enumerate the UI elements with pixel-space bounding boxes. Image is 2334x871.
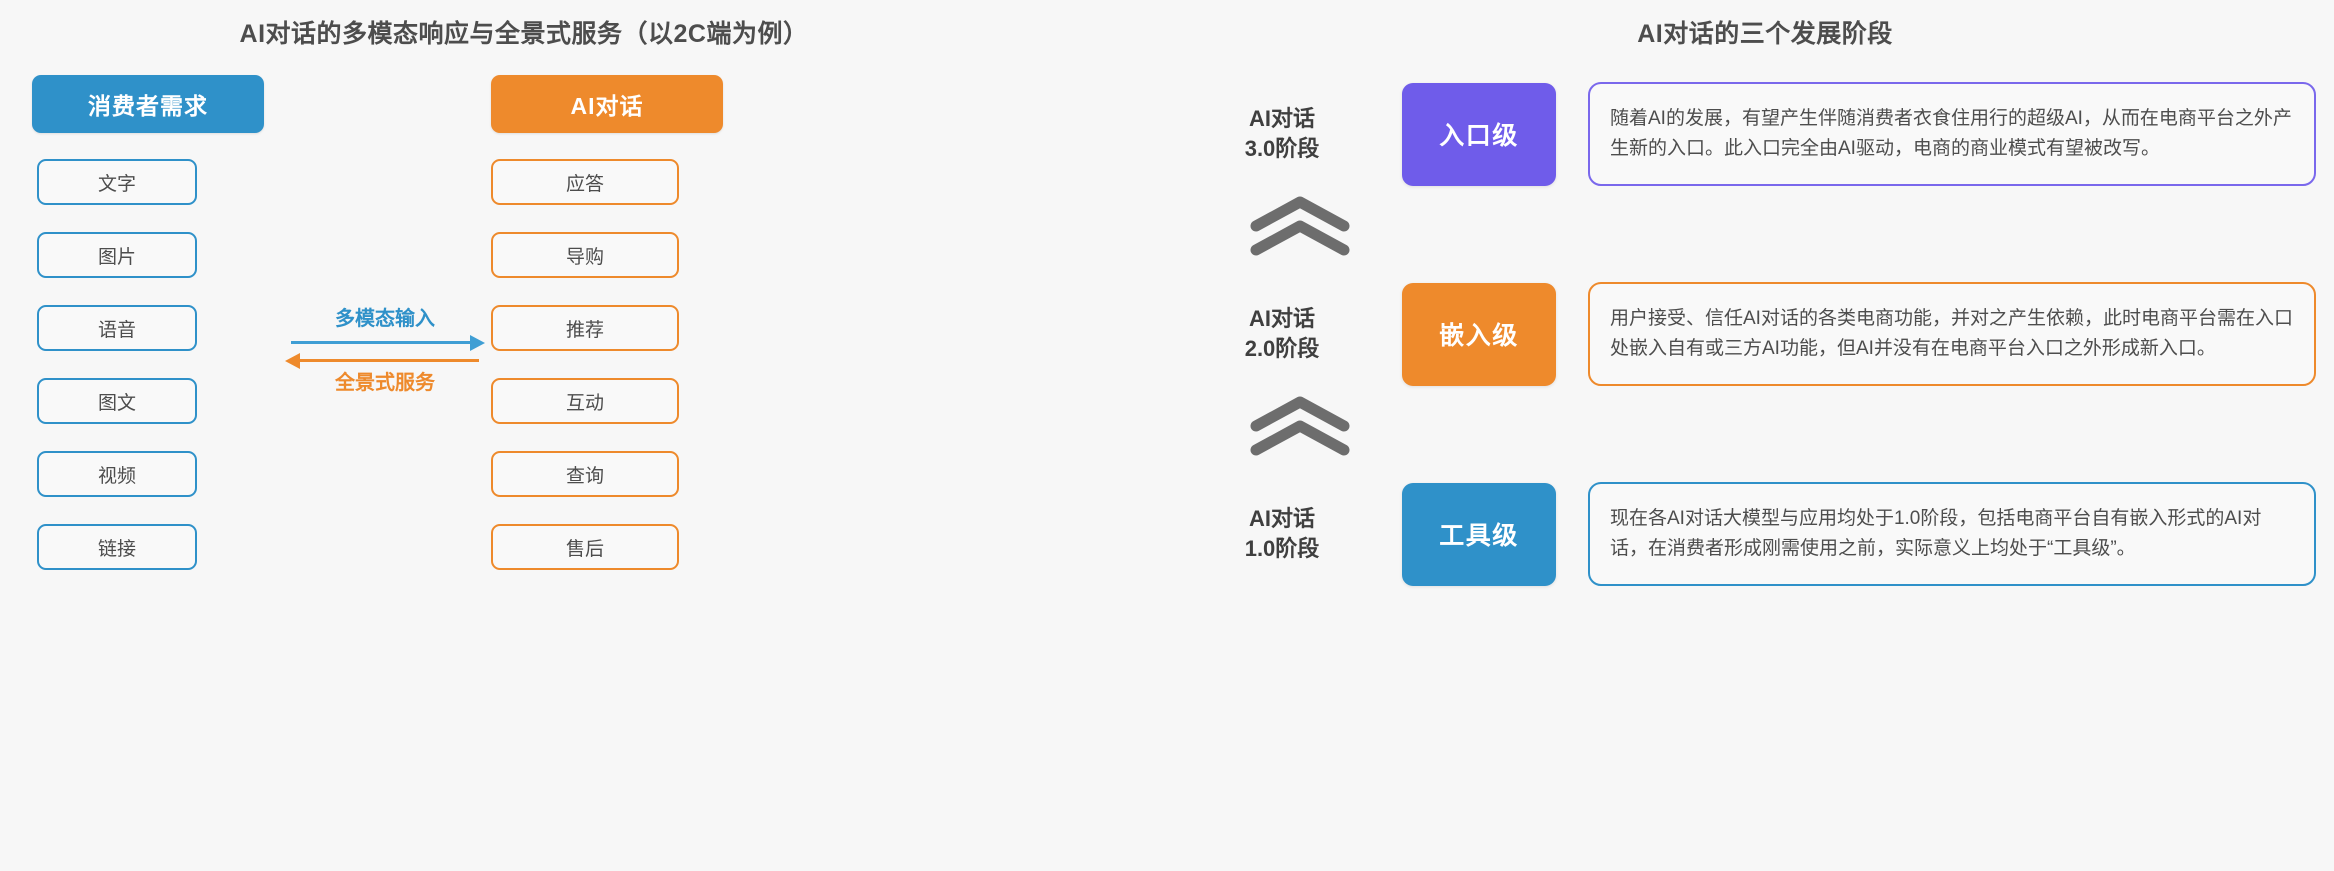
bidirectional-arrow-group: 多模态输入 全景式服务 bbox=[285, 305, 485, 397]
list-item[interactable]: 语音 bbox=[37, 305, 197, 351]
stage-2-label-line1: AI对话 bbox=[1248, 306, 1315, 331]
list-item[interactable]: 互动 bbox=[491, 378, 679, 424]
stage-row-1: AI对话 1.0阶段 工具级 现在各AI对话大模型与应用均处于1.0阶段，包括电… bbox=[1166, 464, 2334, 604]
consumer-demand-header: 消费者需求 bbox=[32, 75, 264, 133]
multimodal-input-label: 多模态输入 bbox=[335, 308, 435, 330]
stage-2-chip[interactable]: 嵌入级 bbox=[1402, 282, 1556, 386]
stage-1-label-line1: AI对话 bbox=[1248, 506, 1315, 531]
arrow-right-head-icon bbox=[470, 335, 485, 351]
stage-3-label-line1: AI对话 bbox=[1248, 106, 1315, 131]
list-item[interactable]: 售后 bbox=[491, 524, 679, 570]
stage-2-description: 用户接受、信任AI对话的各类电商功能，并对之产生依赖，此时电商平台需在入口处嵌入… bbox=[1588, 282, 2316, 386]
stage-3-label: AI对话 3.0阶段 bbox=[1192, 104, 1372, 164]
stage-3-chip[interactable]: 入口级 bbox=[1402, 82, 1556, 186]
arrow-left-head-icon bbox=[285, 353, 300, 369]
consumer-demand-column: 消费者需求 文字 图片 语音 图文 视频 链接 bbox=[32, 75, 264, 597]
stage-3-label-line2: 3.0阶段 bbox=[1244, 136, 1320, 161]
stage-1-label: AI对话 1.0阶段 bbox=[1192, 504, 1372, 564]
list-item[interactable]: 图文 bbox=[37, 378, 197, 424]
ai-dialogue-column: AI对话 应答 导购 推荐 互动 查询 售后 bbox=[491, 75, 723, 597]
stage-2-label: AI对话 2.0阶段 bbox=[1192, 304, 1372, 364]
consumer-demand-item-list: 文字 图片 语音 图文 视频 链接 bbox=[32, 159, 264, 570]
double-chevron-up-icon bbox=[1250, 396, 1350, 458]
list-item[interactable]: 视频 bbox=[37, 451, 197, 497]
right-panel: AI对话的三个发展阶段 AI对话 3.0阶段 入口级 随着AI的发展，有望产生伴… bbox=[1166, 0, 2334, 871]
stage-3-description: 随着AI的发展，有望产生伴随消费者衣食住用行的超级AI，从而在电商平台之外产生新… bbox=[1588, 82, 2316, 186]
panoramic-service-label: 全景式服务 bbox=[335, 372, 435, 394]
stage-1-chip[interactable]: 工具级 bbox=[1402, 482, 1556, 586]
list-item[interactable]: 链接 bbox=[37, 524, 197, 570]
arrow-left-line bbox=[291, 359, 479, 362]
double-chevron-up-icon bbox=[1250, 196, 1350, 258]
arrow-left bbox=[285, 351, 483, 369]
ai-dialogue-item-list: 应答 导购 推荐 互动 查询 售后 bbox=[491, 159, 723, 570]
multimodal-flow-diagram: 消费者需求 文字 图片 语音 图文 视频 链接 多模态输入 bbox=[0, 60, 1166, 871]
list-item[interactable]: 查询 bbox=[491, 451, 679, 497]
stage-2-label-line2: 2.0阶段 bbox=[1244, 336, 1320, 361]
right-panel-title: AI对话的三个发展阶段 bbox=[1637, 20, 1893, 48]
arrow-right bbox=[287, 333, 485, 351]
stage-row-3: AI对话 3.0阶段 入口级 随着AI的发展，有望产生伴随消费者衣食住用行的超级… bbox=[1166, 64, 2334, 204]
list-item[interactable]: 应答 bbox=[491, 159, 679, 205]
stage-1-description: 现在各AI对话大模型与应用均处于1.0阶段，包括电商平台自有嵌入形式的AI对话，… bbox=[1588, 482, 2316, 586]
left-panel-title: AI对话的多模态响应与全景式服务（以2C端为例） bbox=[239, 20, 809, 48]
stage-1-label-line2: 1.0阶段 bbox=[1244, 536, 1320, 561]
ai-dialogue-header: AI对话 bbox=[491, 75, 723, 133]
arrow-right-line bbox=[291, 341, 479, 344]
development-stages-diagram: AI对话 3.0阶段 入口级 随着AI的发展，有望产生伴随消费者衣食住用行的超级… bbox=[1166, 56, 2334, 871]
list-item[interactable]: 图片 bbox=[37, 232, 197, 278]
list-item[interactable]: 推荐 bbox=[491, 305, 679, 351]
list-item[interactable]: 导购 bbox=[491, 232, 679, 278]
left-panel: AI对话的多模态响应与全景式服务（以2C端为例） 消费者需求 文字 图片 语音 … bbox=[0, 0, 1166, 871]
stage-row-2: AI对话 2.0阶段 嵌入级 用户接受、信任AI对话的各类电商功能，并对之产生依… bbox=[1166, 264, 2334, 404]
list-item[interactable]: 文字 bbox=[37, 159, 197, 205]
